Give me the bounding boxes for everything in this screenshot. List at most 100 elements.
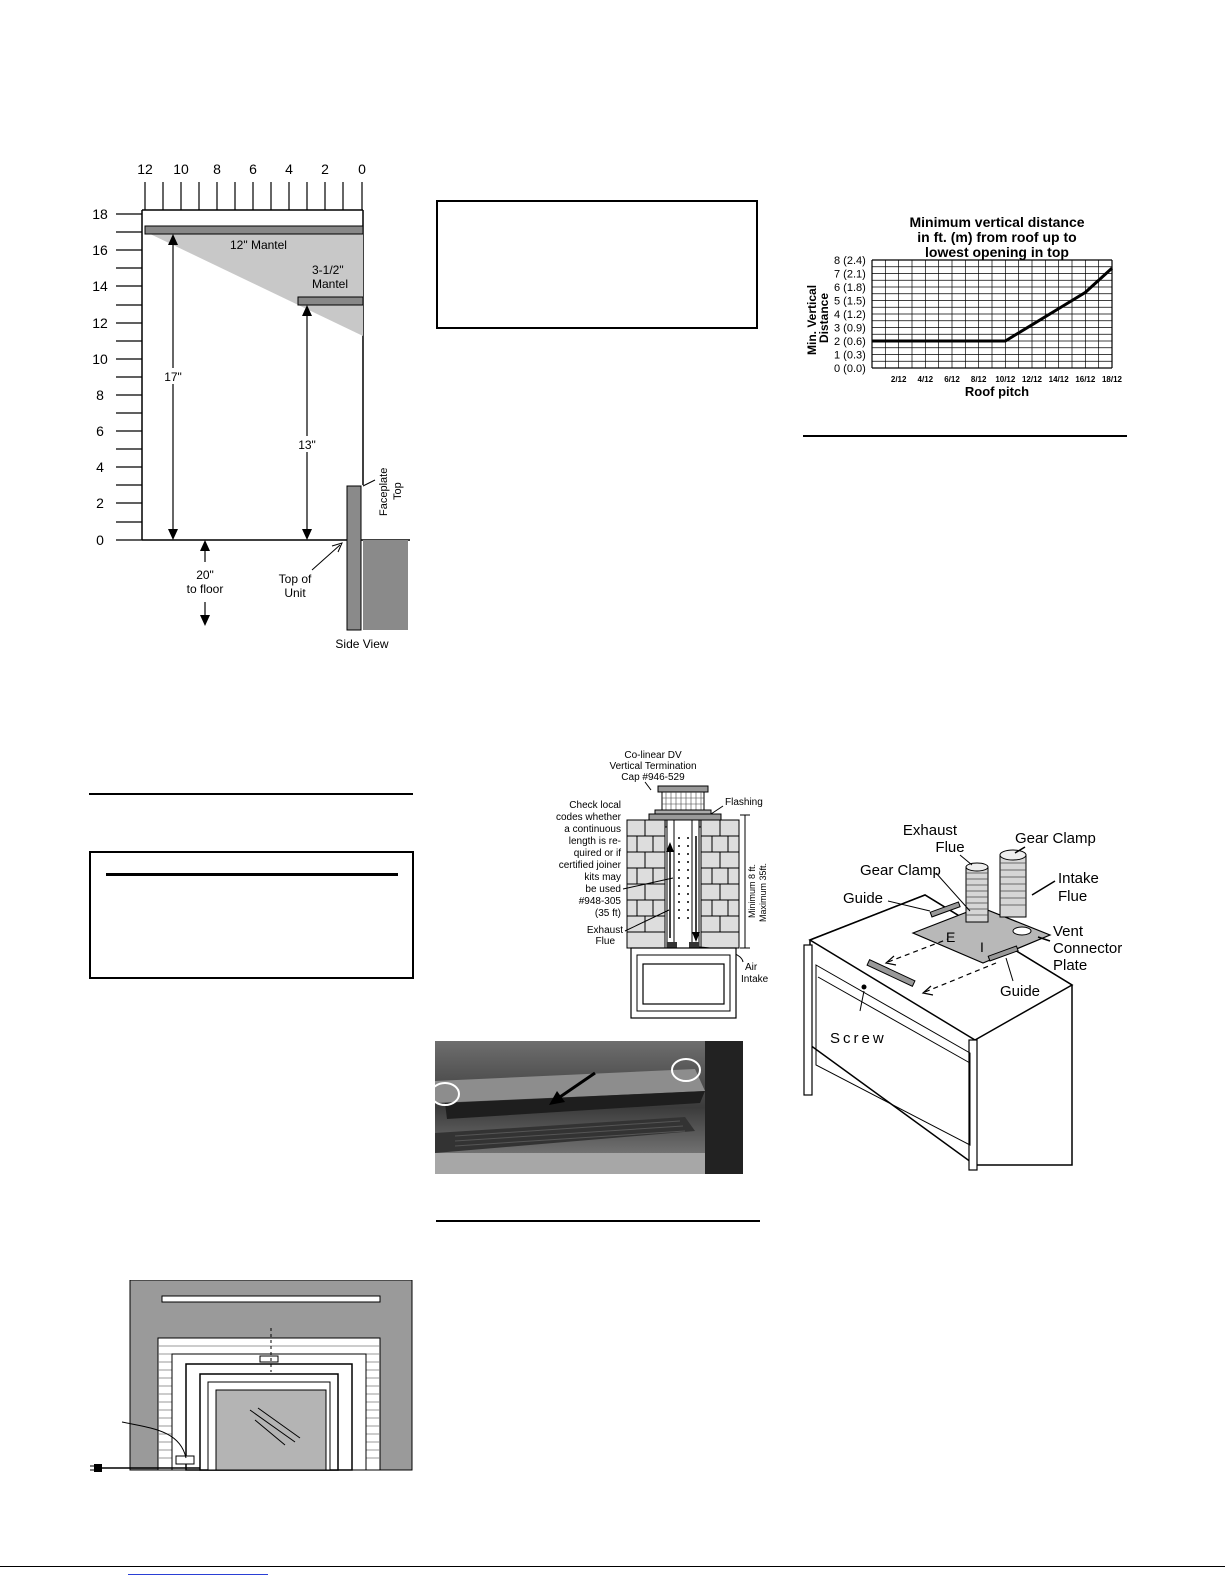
top-vent-slot — [161, 1295, 381, 1303]
footer-link-underline[interactable] — [128, 1574, 268, 1575]
guide-right-label: Guide — [1000, 983, 1040, 1000]
gear-clamp-left-label: Gear Clamp — [860, 862, 941, 879]
x-tick-label: 8/12 — [971, 375, 987, 384]
photo-arrow — [556, 1071, 596, 1101]
center-marker — [259, 1355, 279, 1363]
left-scale-10: 10 — [92, 351, 108, 367]
roof-pitch-chart: Minimum vertical distance in ft. (m) fro… — [805, 214, 1123, 399]
air-intake-label-2: Intake — [741, 974, 769, 985]
vent-plate-label-1: Vent — [1053, 923, 1084, 940]
notice-box-left — [89, 851, 414, 979]
x-tick-label: 4/12 — [918, 375, 934, 384]
check-label-5: quired or if — [574, 848, 621, 859]
check-label-10: (35 ft) — [595, 908, 621, 919]
fireplace-photo — [435, 1041, 743, 1174]
x-tick-label: 12/12 — [1022, 375, 1043, 384]
section-rule-right — [803, 435, 1127, 437]
y-tick-label: 8 (2.4) — [834, 255, 866, 267]
cap-label-3: Cap #946-529 — [621, 772, 685, 783]
vent-termination-diagram: Co-linear DV Vertical Termination Cap #9… — [556, 750, 769, 1019]
x-tick-label: 2/12 — [891, 375, 907, 384]
left-scale-4: 4 — [96, 459, 104, 475]
left-scale-18: 18 — [92, 206, 108, 222]
series-line — [872, 266, 1114, 343]
power-plug-icon — [90, 1464, 102, 1472]
y-tick-label: 0 (0.0) — [834, 363, 866, 375]
left-scale-14: 14 — [92, 278, 108, 294]
floor-label-1: 20" — [196, 568, 214, 582]
x-tick-label: 6/12 — [944, 375, 960, 384]
dim-13-label: 13" — [298, 438, 316, 452]
top-scale-8: 8 — [213, 161, 221, 177]
top-scale-0: 0 — [358, 161, 366, 177]
vent-connector-diagram: E I Screw Exhaust Flue Gear Clamp Gear C… — [803, 822, 1122, 1171]
power-receptacle — [175, 1455, 195, 1465]
y-tick-label: 6 (1.8) — [834, 282, 866, 294]
check-label-1: Check local — [569, 800, 621, 811]
check-label-8: be used — [585, 884, 621, 895]
notice-box-left-rule — [106, 873, 398, 876]
flashing-label: Flashing — [725, 797, 763, 808]
top-scale-12: 12 — [137, 161, 153, 177]
left-scale-0: 0 — [96, 532, 104, 548]
chart-y-ticks: 0 (0.0)1 (0.3)2 (0.6)3 (0.9)4 (1.2)5 (1.… — [834, 255, 866, 375]
vent-plate-label-3: Plate — [1053, 957, 1087, 974]
guide-left-label: Guide — [843, 890, 883, 907]
y-tick-label: 5 (1.5) — [834, 296, 866, 308]
mantel-12-shelf — [144, 225, 364, 235]
dim-17-label: 17" — [164, 370, 182, 384]
section-rule-middle — [436, 1220, 760, 1222]
top-scale-10: 10 — [173, 161, 189, 177]
floor-label-2: to floor — [187, 582, 224, 596]
top-scale-2: 2 — [321, 161, 329, 177]
top-of-unit-label-1: Top of — [279, 572, 312, 586]
intake-flue — [999, 854, 1027, 918]
section-rule-left — [89, 793, 413, 795]
intake-flue-label-2: Flue — [1058, 888, 1087, 905]
exhaust-flue-label-1: Exhaust — [903, 822, 958, 839]
left-scale-6: 6 — [96, 423, 104, 439]
fireplace-front-diagram — [90, 1280, 413, 1472]
top-of-unit-label-2: Unit — [284, 586, 306, 600]
mantel-clearance-diagram: 12 10 8 6 4 2 0 18 16 14 12 10 8 6 4 2 0 — [92, 161, 410, 651]
glass-panel — [215, 1389, 327, 1471]
top-scale-4: 4 — [285, 161, 293, 177]
mantel-12-label: 12" Mantel — [230, 238, 287, 252]
chart-xlabel: Roof pitch — [965, 384, 1029, 399]
mantel-3-label-2: Mantel — [312, 277, 348, 291]
plate-i-letter: I — [980, 939, 984, 955]
y-tick-label: 1 (0.3) — [834, 350, 866, 362]
mantel-3-label-1: 3-1/2" — [312, 263, 344, 277]
notice-box-middle — [436, 200, 758, 329]
check-label-9: #948-305 — [579, 896, 622, 907]
left-scale-12: 12 — [92, 315, 108, 331]
screw-label: Screw — [830, 1030, 887, 1047]
cap-label-2: Vertical Termination — [609, 761, 696, 772]
x-tick-label: 10/12 — [995, 375, 1016, 384]
top-scale-6: 6 — [249, 161, 257, 177]
chart-title-line-1: Minimum vertical distance — [909, 214, 1084, 230]
mantel-3-shelf — [297, 296, 364, 306]
check-label-4: length is re- — [569, 836, 621, 847]
air-intake-label-1: Air — [745, 962, 758, 973]
vent-plate-label-2: Connector — [1053, 940, 1122, 957]
check-label-3: a continuous — [564, 824, 621, 835]
left-scale-2: 2 — [96, 495, 104, 511]
x-tick-label: 16/12 — [1075, 375, 1096, 384]
photo-highlight-right — [671, 1058, 701, 1082]
wall-section — [363, 540, 408, 630]
intake-flue-label-1: Intake — [1058, 870, 1099, 887]
chart-ylabel-line-2: Distance — [817, 293, 831, 343]
plate-e-letter: E — [946, 929, 955, 945]
chart-ylabel-line-1: Min. Vertical — [805, 285, 819, 355]
exhaust-flue-label-2: Flue — [935, 839, 964, 856]
side-view-label: Side View — [335, 637, 388, 651]
min-max-label-1: Minimum 8 ft. — [747, 864, 757, 918]
check-label-6: certified joiner — [559, 860, 622, 871]
faceplate-label-2: Top — [392, 482, 404, 500]
chart-title-line-2: in ft. (m) from roof up to — [917, 229, 1076, 245]
faceplate-label-1: Faceplate — [378, 468, 390, 516]
cap-label-1: Co-linear DV — [624, 750, 682, 761]
left-scale-8: 8 — [96, 387, 104, 403]
check-label-7: kits may — [584, 872, 621, 883]
